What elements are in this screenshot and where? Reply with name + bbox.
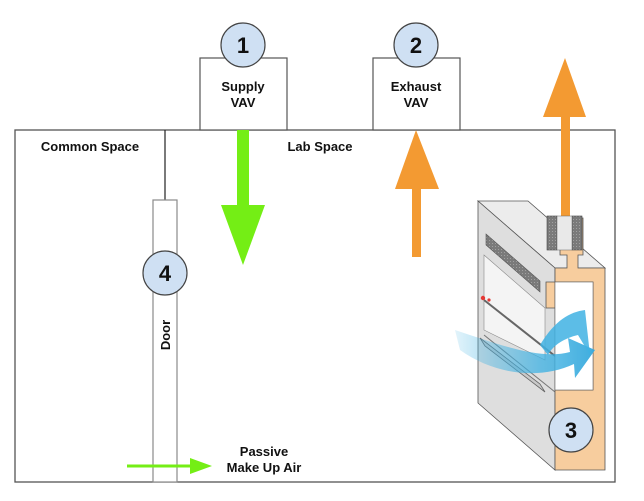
supply-vav-label-line2: VAV bbox=[231, 95, 256, 110]
room-outline bbox=[14, 129, 616, 483]
door-number: 4 bbox=[159, 261, 172, 286]
fume-hood-badge bbox=[548, 407, 594, 453]
door[interactable] bbox=[152, 199, 178, 483]
exhaust-air-arrow bbox=[395, 130, 439, 257]
airflow-arrow bbox=[455, 330, 595, 378]
door-badge bbox=[142, 250, 188, 296]
exhaust-vav-label-line1: Exhaust bbox=[391, 79, 442, 94]
supply-vav-label-line1: Supply bbox=[221, 79, 265, 94]
exhaust-vav-box[interactable] bbox=[372, 57, 461, 131]
fume-hood[interactable] bbox=[455, 200, 607, 471]
alarm-indicator-icon bbox=[480, 295, 486, 301]
makeup-air-label-line1: Passive bbox=[240, 444, 288, 459]
makeup-air-label-line2: Make Up Air bbox=[227, 460, 302, 475]
fume-hood-exhaust-arrow bbox=[543, 58, 586, 218]
supply-air-arrow bbox=[221, 130, 265, 265]
exhaust-vav-label-line2: VAV bbox=[404, 95, 429, 110]
common-space-label: Common Space bbox=[41, 139, 139, 154]
supply-vav-badge bbox=[220, 22, 266, 68]
exhaust-vav-badge bbox=[393, 22, 439, 68]
fume-hood-number: 3 bbox=[565, 418, 577, 443]
lab-space-label: Lab Space bbox=[287, 139, 352, 154]
exhaust-vav-number: 2 bbox=[410, 33, 422, 58]
door-label: Door bbox=[158, 320, 173, 350]
makeup-air-arrow bbox=[127, 458, 212, 474]
supply-vav-box[interactable] bbox=[199, 57, 288, 131]
supply-vav-number: 1 bbox=[237, 33, 249, 58]
